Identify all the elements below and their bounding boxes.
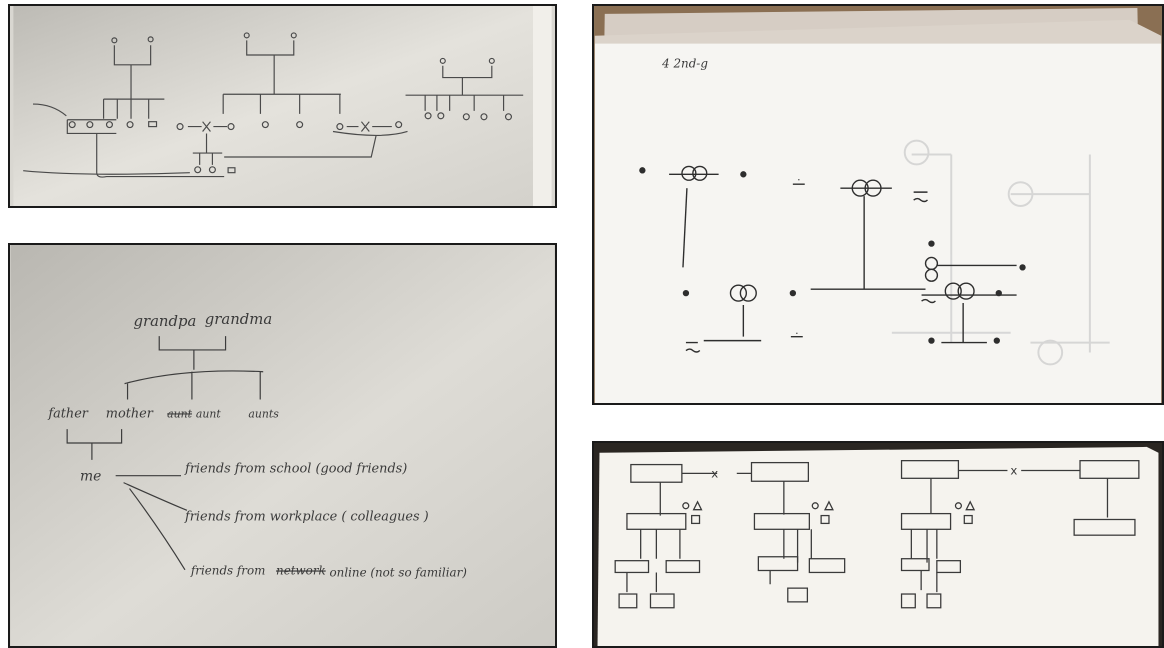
box-diagram-drawing: x x	[597, 443, 1159, 646]
label-mother: mother	[106, 406, 154, 421]
label-friends-online-struck: network	[276, 564, 326, 578]
label-friends-online-suffix: online (not so familiar)	[330, 566, 468, 580]
photo-ring-notation-sketch: 4 2nd-g	[592, 4, 1164, 405]
label-friends-online-prefix: friends from	[190, 564, 266, 578]
label-aunt-struck: aunt	[167, 407, 192, 420]
pedigree-drawing	[13, 6, 552, 206]
label-friends-school: friends from school (good friends)	[184, 462, 407, 477]
label-marriage-x2: x	[1010, 463, 1017, 477]
label-me: me	[80, 469, 101, 485]
label-grandma: grandma	[205, 310, 272, 328]
label-aunt: aunt	[196, 407, 221, 420]
photo-handwritten-family-tree: grandpa grandma father mother aunt aunt …	[8, 243, 557, 648]
ring-sketch-drawing: 4 2nd-g	[594, 6, 1162, 403]
label-aunts: aunts	[248, 407, 279, 420]
label-father: father	[47, 406, 88, 421]
label-marriage-x1: x	[711, 466, 718, 480]
label-corner-note: 4 2nd-g	[661, 56, 708, 70]
label-friends-workplace: friends from workplace ( colleagues )	[184, 509, 429, 524]
family-tree-drawing: grandpa grandma father mother aunt aunt …	[10, 245, 555, 646]
label-grandpa: grandpa	[133, 312, 196, 330]
photo-box-diagram-sketch: x x	[592, 441, 1164, 648]
photo-pedigree-sketch	[8, 4, 557, 208]
